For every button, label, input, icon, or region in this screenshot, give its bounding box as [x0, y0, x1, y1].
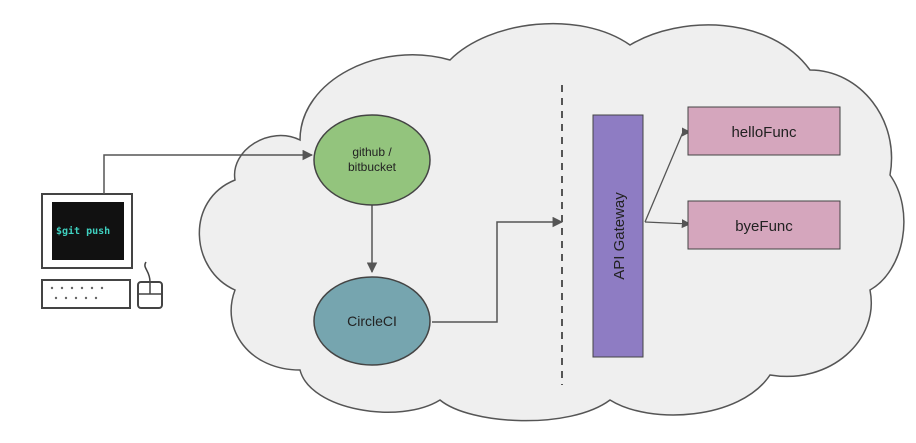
- api-gateway-node: API Gateway: [592, 114, 644, 358]
- ci-node: CircleCI: [313, 276, 431, 366]
- ci-label: CircleCI: [347, 313, 397, 329]
- hello-func-node: helloFunc: [687, 106, 841, 156]
- keyboard: [41, 279, 131, 309]
- connector-gateway-to-bye: [644, 219, 691, 229]
- mouse-cable: [144, 261, 151, 283]
- hello-func-label: helloFunc: [731, 124, 797, 141]
- connector-computer-to-repo: [103, 149, 314, 194]
- computer-illustration: $git push: [34, 192, 168, 310]
- keyboard-keys: [50, 286, 104, 300]
- terminal-screen-text: $git push: [56, 225, 110, 237]
- repo-label-line1: github /: [352, 145, 392, 159]
- repo-label-line2: bitbucket: [348, 160, 397, 174]
- api-gateway-label: API Gateway: [611, 192, 628, 280]
- connector-ci-to-gateway: [432, 216, 564, 323]
- monitor-screen: [52, 202, 124, 260]
- bye-func-label: byeFunc: [735, 218, 793, 235]
- bye-func-node: byeFunc: [687, 200, 841, 250]
- repo-node: github / bitbucket: [313, 114, 431, 206]
